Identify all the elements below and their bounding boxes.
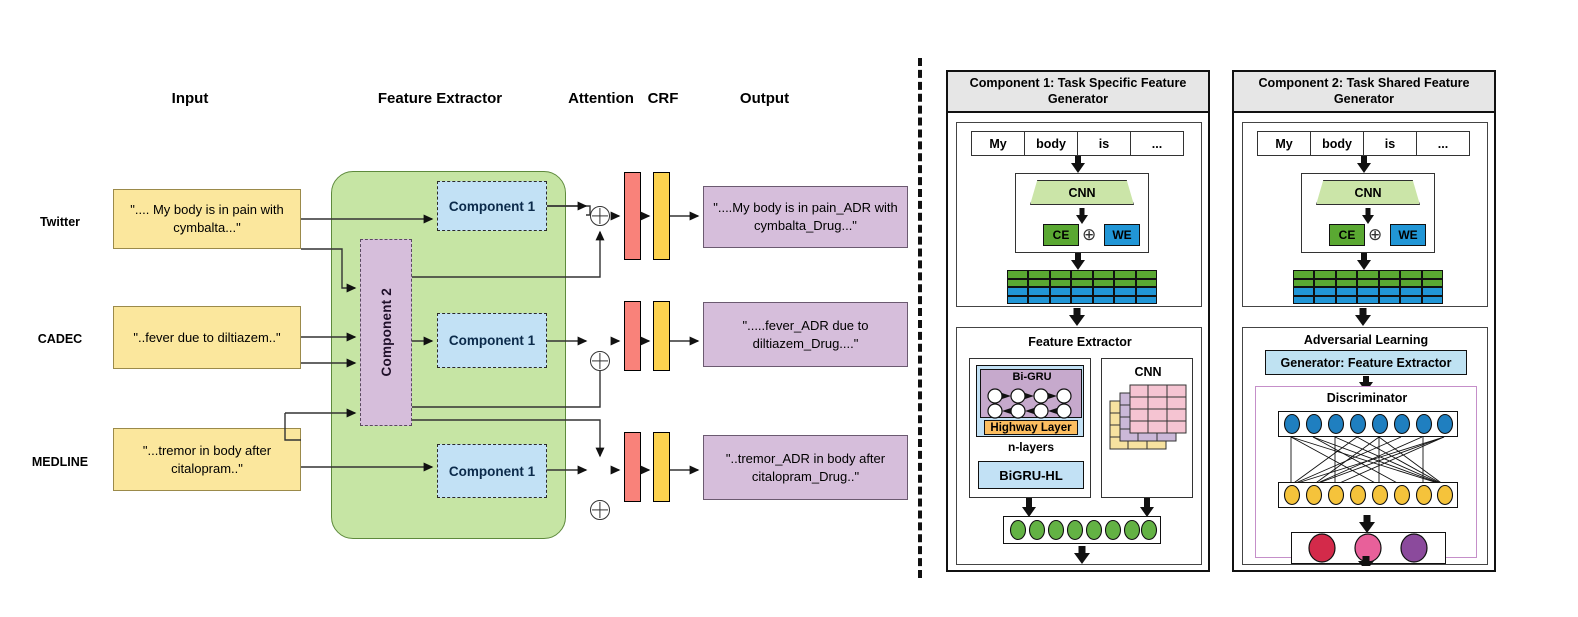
discriminator-lower-node-row [1278,482,1458,508]
generator-box: Generator: Feature Extractor [1265,350,1467,375]
combine-operator-medline [590,500,610,520]
feature-extractor-subpanel: Feature Extractor Bi-GRU [956,327,1202,565]
adversarial-learning-subpanel: Adversarial Learning Generator: Feature … [1242,327,1488,566]
token-cell: body [1310,131,1364,156]
bigru-cell-box: Bi-GRU [980,369,1082,419]
input-box-cadec: "..fever due to diltiazem.." [113,306,301,369]
component-1-cnn-embedding-box: CNN CE ⊕ WE [1015,173,1149,253]
row-label-medline: MEDLINE [31,455,89,469]
panel-divider [918,58,922,578]
word-embedding-box: WE [1390,224,1426,246]
cnn-feature-box: CNN [1101,358,1193,498]
token-cell: is [1077,131,1131,156]
token-row: My body is ... [1257,131,1470,156]
combine-operator-cadec [590,351,610,371]
attention-bar-twitter [624,172,641,260]
component-2-panel: Component 2: Task Shared Feature Generat… [1232,70,1496,572]
char-embedding-box: CE [1329,224,1365,246]
bigru-outer-box: Bi-GRU [976,365,1084,437]
component-1-panel: Component 1: Task Specific Feature Gener… [946,70,1210,572]
column-header-crf: CRF [647,90,679,107]
token-cell: body [1024,131,1078,156]
token-cell: ... [1416,131,1470,156]
n-layers-label: n-layers [1007,440,1055,454]
crf-bar-twitter [653,172,670,260]
component-1-box-medline[interactable]: Component 1 [437,444,547,498]
embedding-grid [1293,270,1443,304]
token-row: My body is ... [971,131,1184,156]
attention-bar-medline [624,432,641,502]
word-embedding-box: WE [1104,224,1140,246]
output-box-medline: "..tremor_ADR in body after citalopram_D… [703,435,908,500]
output-box-twitter: "....My body is in pain_ADR with cymbalt… [703,186,908,248]
token-cell: My [1257,131,1311,156]
component-2-shared-box[interactable]: Component 2 [360,239,412,426]
component-1-box-twitter[interactable]: Component 1 [437,181,547,231]
output-box-cadec: ".....fever_ADR due to diltiazem_Drug...… [703,302,908,367]
component-2-embedding-subpanel: My body is ... CNN CE ⊕ WE [1242,122,1488,307]
discriminator-label: Discriminator [1326,391,1408,405]
discriminator-frame: Discriminator [1255,386,1477,564]
column-header-feature-extractor: Feature Extractor [377,90,503,107]
feature-output-node-row [1003,516,1161,544]
component-1-panel-title: Component 1: Task Specific Feature Gener… [948,72,1208,114]
column-header-input: Input [171,90,209,107]
component-1-embedding-subpanel: My body is ... CNN CE ⊕ WE [956,122,1202,307]
concat-plus-icon: ⊕ [1082,225,1097,244]
bigru-hl-box: BiGRU-HL [978,461,1084,489]
component-2-cnn-embedding-box: CNN CE ⊕ WE [1301,173,1435,253]
cnn-feature-label: CNN [1134,365,1162,379]
component-2-label: Component 2 [378,288,394,377]
column-header-attention: Attention [568,90,634,107]
highway-layer-box: Highway Layer [984,420,1078,435]
discriminator-class-node-row [1291,532,1446,564]
attention-bar-cadec [624,301,641,371]
component-2-panel-title: Component 2: Task Shared Feature Generat… [1234,72,1494,114]
adversarial-learning-title: Adversarial Learning [1303,333,1429,347]
token-cell: My [971,131,1025,156]
bigru-label: Bi-GRU [1012,371,1052,383]
column-header-output: Output [739,90,790,107]
token-cell: ... [1130,131,1184,156]
row-label-twitter: Twitter [39,215,81,229]
input-box-medline: "...tremor in body after citalopram.." [113,428,301,491]
cnn-layer: CNN [1316,180,1420,205]
discriminator-upper-node-row [1278,411,1458,437]
feature-extractor-title: Feature Extractor [1028,335,1132,349]
crf-bar-medline [653,432,670,502]
concat-plus-icon: ⊕ [1368,225,1383,244]
row-label-cadec: CADEC [37,332,83,346]
cnn-layer: CNN [1030,180,1134,205]
char-embedding-box: CE [1043,224,1079,246]
token-cell: is [1363,131,1417,156]
input-box-twitter: ".... My body is in pain with cymbalta..… [113,189,301,249]
crf-bar-cadec [653,301,670,371]
bigru-stack-box: Bi-GRU [969,358,1091,498]
component-1-box-cadec[interactable]: Component 1 [437,313,547,368]
embedding-grid [1007,270,1157,304]
combine-operator-twitter [590,206,610,226]
